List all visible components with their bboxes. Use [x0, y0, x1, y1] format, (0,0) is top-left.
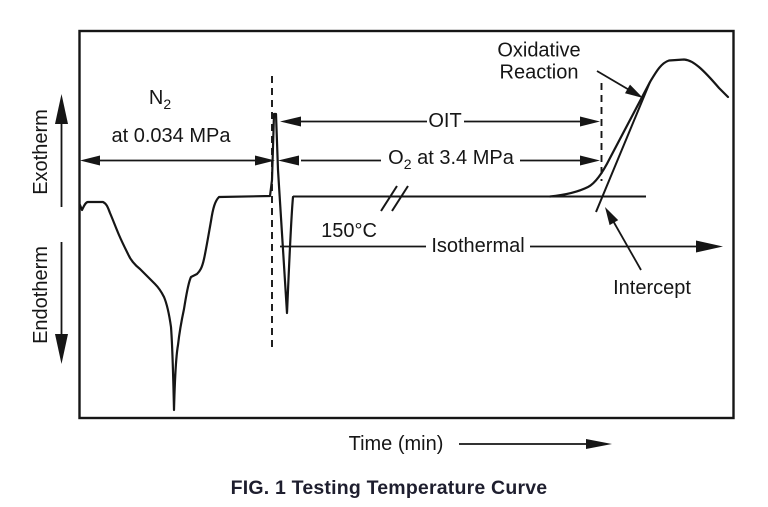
intercept-arrowhead-icon: [605, 207, 619, 226]
o2-subscript: 2: [403, 156, 412, 173]
o2-arrowhead-right-icon: [580, 155, 600, 166]
n2-symbol: N: [148, 87, 164, 110]
n2-gas-label: N2: [149, 87, 171, 113]
exotherm-arrowhead-icon: [55, 94, 68, 124]
plot-border: [78, 29, 735, 420]
oit-arrowhead-left-icon: [280, 116, 301, 127]
o2-symbol: O: [388, 147, 404, 170]
endotherm-axis-label: Endotherm: [29, 246, 52, 344]
axis-break-mark-2: [391, 185, 409, 212]
dsc-curve-oxidation: [548, 58, 730, 198]
isothermal-arrowhead-icon: [696, 240, 723, 253]
oxidative-reaction-arrowhead-icon: [625, 84, 643, 98]
oxidative-reaction-pointer: [596, 70, 632, 92]
exotherm-axis-label: Exotherm: [29, 109, 52, 195]
oit-arrowhead-right-icon: [580, 116, 600, 127]
n2-arrowhead-right-icon: [255, 155, 275, 166]
n2-pressure-label: at 0.034 MPa: [111, 124, 231, 147]
time-axis-arrowhead-icon: [586, 439, 612, 449]
oxidative-reaction-line1: Oxidative: [497, 39, 581, 62]
tangent-line: [595, 81, 651, 213]
n2-arrowhead-left-icon: [80, 155, 100, 166]
temperature-label: 150°C: [321, 219, 377, 242]
o2-arrowhead-left-icon: [278, 155, 299, 166]
intercept-label: Intercept: [613, 276, 691, 299]
o2-pressure-label: O2 at 3.4 MPa: [388, 147, 514, 173]
oit-label: OIT: [428, 109, 462, 132]
isothermal-label: Isothermal: [431, 234, 525, 257]
intercept-pointer: [611, 218, 642, 271]
oxidative-reaction-label: Oxidative Reaction: [497, 40, 580, 85]
oxidative-reaction-line2: Reaction: [499, 62, 579, 84]
n2-subscript: 2: [163, 96, 172, 113]
endotherm-arrowhead-icon: [55, 334, 68, 364]
figure-caption: FIG. 1 Testing Temperature Curve: [230, 477, 548, 500]
o2-pressure-text: at 3.4 MPa: [411, 147, 514, 170]
dsc-curve-left: [78, 112, 295, 412]
axis-break-mark-1: [380, 185, 398, 212]
time-axis-label: Time (min): [348, 432, 444, 455]
